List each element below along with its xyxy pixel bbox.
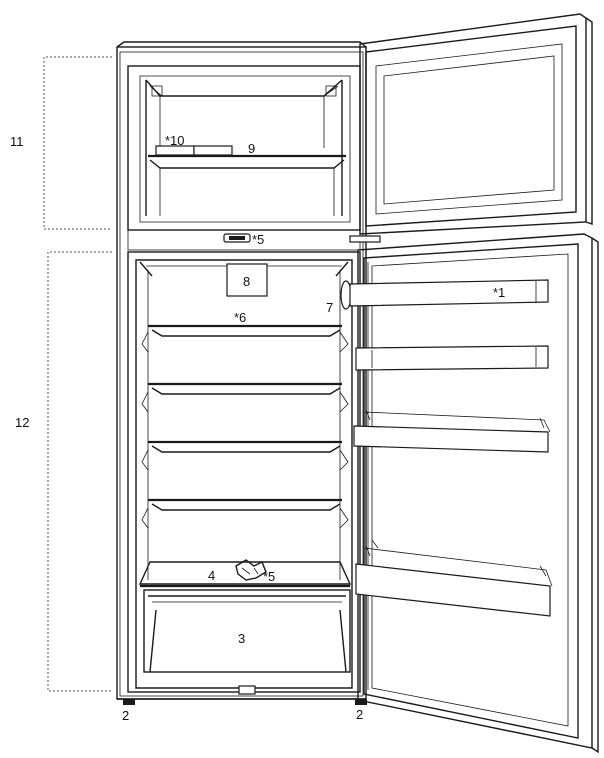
callout-foot-left: 2 <box>122 708 129 723</box>
fridge-section-bracket <box>47 251 112 692</box>
fridge-compartment <box>127 251 361 693</box>
adjustable-foot-left <box>123 699 135 705</box>
ice-tray <box>155 145 233 156</box>
callout-crisper-cover: 4 <box>208 568 215 583</box>
airflow-control-knob <box>223 233 251 243</box>
freezer-door <box>349 13 593 243</box>
door-shelf-bottle <box>355 539 553 617</box>
cabinet-base <box>117 685 366 700</box>
callout-thermostat: 7 <box>326 300 333 315</box>
callout-odour-filter: *5 <box>263 569 275 584</box>
fridge-door <box>357 233 599 754</box>
odour-filter <box>235 559 267 581</box>
adjustable-foot-right <box>355 699 367 705</box>
cabinet-body <box>116 41 367 700</box>
callout-freezer-shelf: 9 <box>248 141 255 156</box>
callout-light-cover: 8 <box>243 274 250 289</box>
callout-crisper-drawer: 3 <box>238 631 245 646</box>
door-shelf-middle <box>355 345 549 371</box>
callout-ice-tray: *10 <box>165 133 185 148</box>
crisper-drawer <box>143 589 351 673</box>
freezer-section-bracket <box>43 56 112 230</box>
door-shelf-egg <box>353 409 551 453</box>
door-shelf-top <box>349 279 549 307</box>
callout-foot-right: 2 <box>356 707 363 722</box>
callout-glass-shelf: *6 <box>234 310 246 325</box>
crisper-cover <box>138 561 352 588</box>
callout-airflow-control: *5 <box>252 232 264 247</box>
callout-fridge-section: 12 <box>15 415 29 430</box>
fridge-shelves <box>141 324 349 529</box>
callout-freezer-section: 11 <box>10 134 24 149</box>
freezer-shelf <box>148 154 346 216</box>
light-cover <box>226 263 268 297</box>
callout-door-shelf: *1 <box>493 285 505 300</box>
